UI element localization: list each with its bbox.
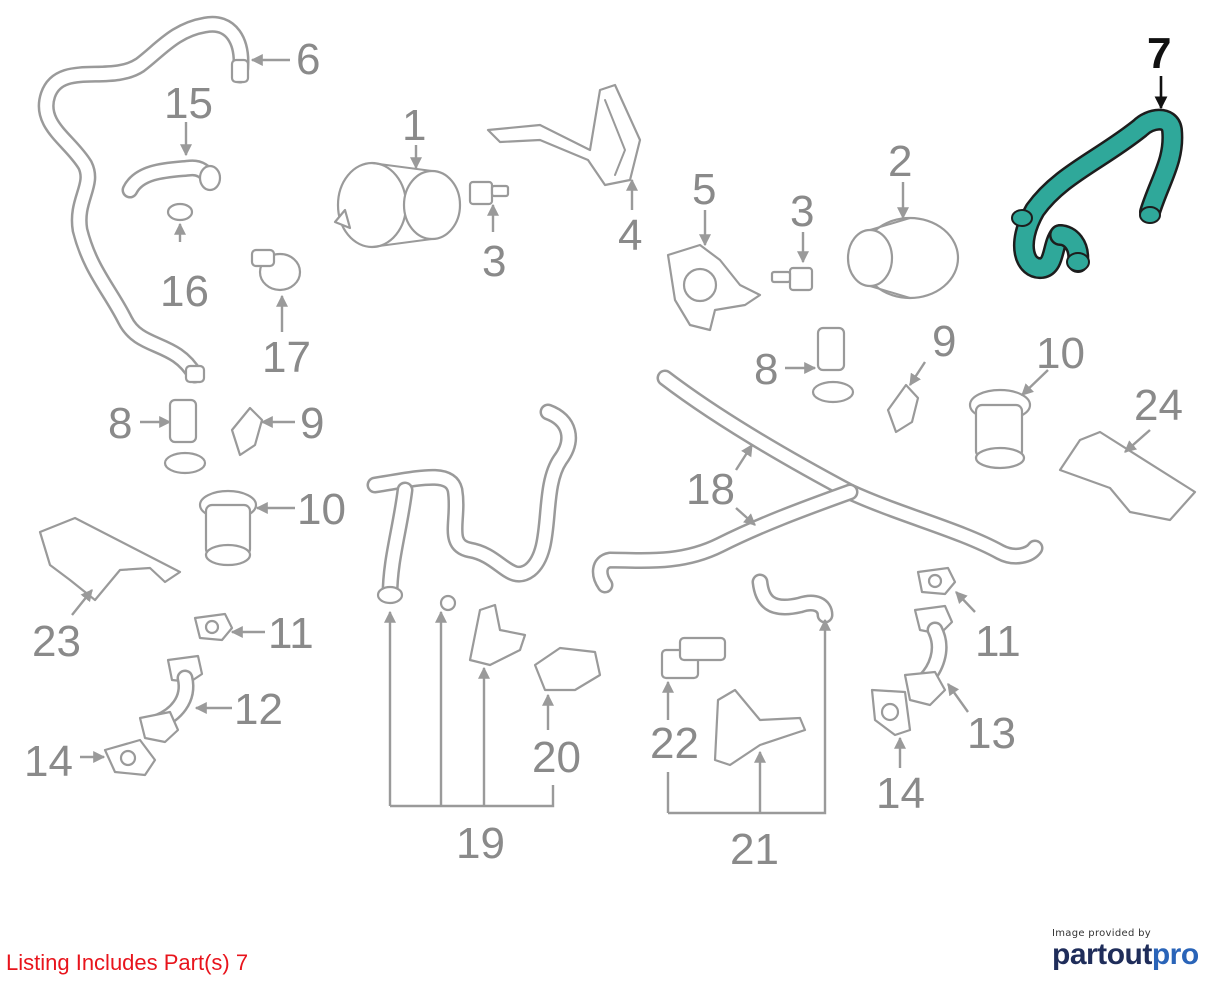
callout-labels: 1 2 3 3 4 5 6 7 8 8 9 9 10 10 11 11 12 1… [24,29,1183,874]
callout-12: 12 [234,685,283,734]
partoutpro-logo: partoutpro [1052,939,1212,971]
bracket-part-19 [468,603,527,667]
valve-part-8a [163,398,207,475]
gasket-part-14a [103,738,157,777]
hose-part-6 [37,15,250,384]
callout-5: 5 [692,165,716,214]
callout-19: 19 [456,819,505,868]
callout-20: 20 [532,733,581,782]
clamp-part-16 [166,202,194,222]
bracket-part-21 [713,688,807,767]
callout-24: 24 [1134,381,1183,430]
callout-8a: 8 [108,399,132,448]
callout-2: 2 [888,137,912,186]
sensor-part-3a [468,180,510,206]
callout-15: 15 [164,79,213,128]
callout-14b: 14 [876,769,925,818]
credit-caption: Image provided by [1052,928,1151,939]
callout-11b: 11 [975,617,1021,666]
hose-part-18 [591,369,1044,594]
callout-13: 13 [967,709,1016,758]
callout-1: 1 [402,101,426,150]
callout-22: 22 [650,719,699,768]
brand-pro: pro [1151,938,1199,971]
air-pump-part-1 [333,161,462,249]
brand-out: out [1106,938,1153,971]
listing-note: Listing Includes Part(s) 7 [6,950,249,975]
bracket-part-4 [486,83,642,187]
callout-10b: 10 [1036,329,1085,378]
callout-9b: 9 [932,317,956,366]
gasket-part-11a [193,612,234,642]
callout-4: 4 [618,211,642,260]
callout-10a: 10 [297,485,346,534]
sensor-part-9a [230,406,264,457]
callout-16: 16 [160,267,209,316]
callout-3a: 3 [482,237,506,286]
valve-part-10b [968,388,1032,470]
callout-17: 17 [262,333,311,382]
callout-6: 6 [296,35,320,84]
pipe-part-12 [138,654,204,744]
callout-3b: 3 [790,187,814,236]
brand-part: part [1052,938,1107,971]
hose-part-19 [366,403,577,605]
valve-part-10a [198,489,258,567]
pump-part-2 [846,216,960,300]
hose-part-21 [751,573,834,624]
clip-part-19 [439,594,457,612]
callout-21: 21 [730,825,779,874]
gasket-part-14b [870,688,912,737]
callout-9a: 9 [300,399,324,448]
gasket-part-11b [916,566,957,596]
gasket-part-5 [666,243,762,332]
heat-shield-part-24 [1058,430,1197,522]
valve-part-20 [533,646,602,692]
hose-part-7-highlighted [1011,108,1184,279]
callout-14a: 14 [24,737,73,786]
valve-part-22 [660,636,727,680]
hose-part-15 [121,159,222,199]
callout-23: 23 [32,617,81,666]
valve-part-17 [250,248,302,292]
callout-7: 7 [1147,29,1171,78]
sensor-part-3b [770,266,814,292]
callout-11a: 11 [268,609,314,658]
callout-8b: 8 [754,345,778,394]
heat-shield-part-23 [38,516,182,602]
callout-18: 18 [686,465,735,514]
sensor-part-9b [886,383,920,434]
valve-part-8b [811,326,855,404]
pipe-part-13 [903,604,954,707]
leader-lines [71,54,1168,815]
image-credit: Image provided by partoutpro [1052,928,1212,971]
